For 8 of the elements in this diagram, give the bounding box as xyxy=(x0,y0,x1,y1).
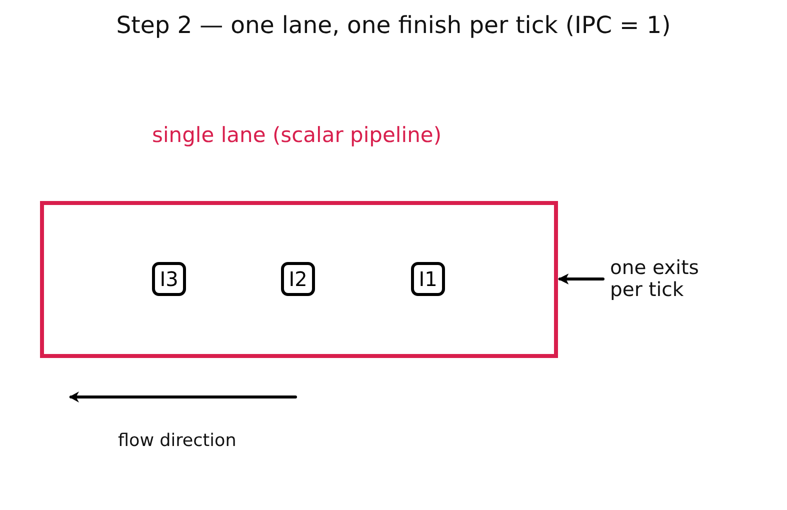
instruction-box: I3 xyxy=(152,262,186,296)
arrow xyxy=(558,274,604,284)
instruction-box: I2 xyxy=(281,262,315,296)
direction-label: flow direction xyxy=(118,430,236,452)
instruction-box: I1 xyxy=(411,262,445,296)
diagram-title: Step 2 — one lane, one finish per tick (IPC = 1) xyxy=(116,10,671,40)
exit-note: one exits per tick xyxy=(610,257,725,301)
lane-heading: single lane (scalar pipeline) xyxy=(152,122,442,148)
